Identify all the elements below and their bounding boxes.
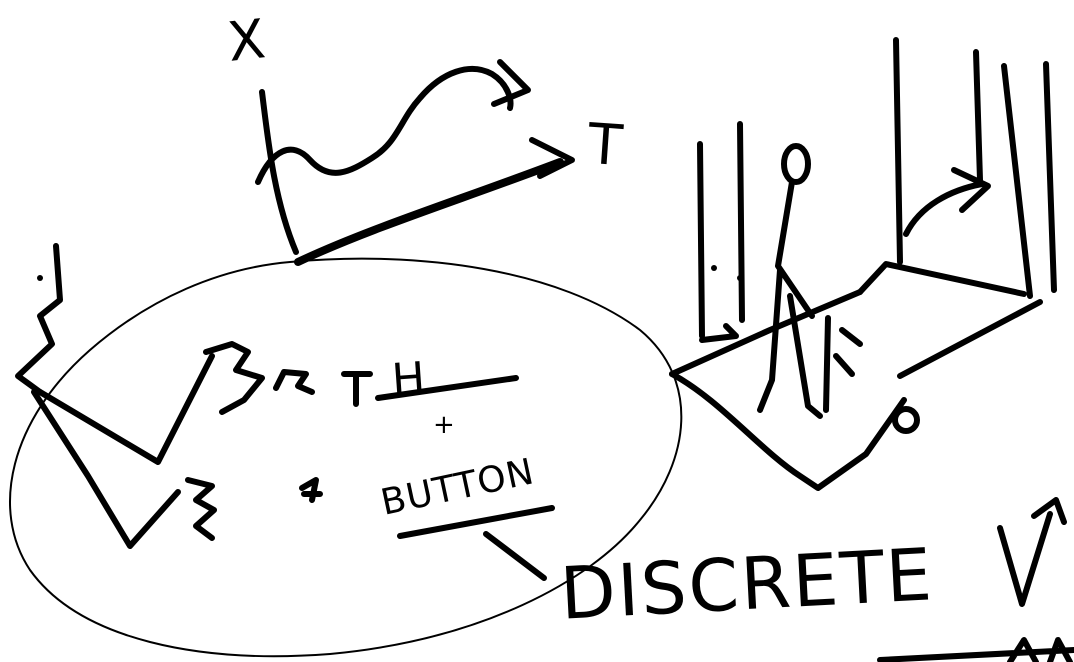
wall-line-1	[697, 141, 705, 339]
left-zigzag-upper	[15, 243, 63, 395]
squiggle-lower	[185, 477, 217, 541]
dot-mark	[37, 275, 43, 281]
stick-figure-head	[781, 143, 811, 185]
button-underline	[397, 505, 555, 539]
wall-line-3	[893, 37, 903, 265]
glyph-small-left	[299, 477, 323, 503]
glyph-tee	[341, 371, 373, 407]
stick-figure-body	[775, 179, 815, 319]
platform-edge-left	[669, 289, 863, 377]
dot-mark-3	[737, 275, 743, 281]
dot-mark-2	[711, 265, 717, 271]
wall-line-5	[1001, 63, 1033, 299]
platform-edge-bottom	[669, 371, 907, 491]
glyph-cluster	[273, 369, 555, 581]
wall-line-4	[973, 49, 983, 183]
v-shape	[997, 511, 1053, 607]
label-plus: +	[433, 410, 455, 440]
label-x: X	[224, 7, 269, 74]
v-arrow	[877, 497, 1074, 662]
squiggle-upper	[203, 341, 265, 415]
platform-arrow-left	[699, 323, 739, 343]
stick-figure-shading	[823, 315, 863, 413]
xt-curve	[255, 65, 514, 185]
v-arrowhead	[1031, 497, 1067, 525]
bottom-right-bars	[877, 637, 1074, 662]
x-axis-vertical	[259, 89, 299, 255]
left-zigzag	[15, 243, 265, 549]
fraction-line	[375, 375, 519, 401]
label-discrete: DISCRETE	[558, 532, 936, 636]
xt-curve-arrowhead	[491, 59, 531, 107]
wall-line-6	[1043, 61, 1057, 293]
platform-scene	[669, 37, 1057, 491]
arc-arrow	[903, 181, 985, 237]
left-v-shape	[31, 389, 181, 549]
platform-circle	[892, 406, 920, 434]
stick-figure-leg-left	[757, 267, 783, 413]
stick-figure-leg-right	[787, 293, 823, 419]
t-axis-line	[294, 158, 564, 266]
large-ellipse	[9, 257, 683, 658]
pointer-line	[483, 531, 547, 581]
xt-graph	[255, 59, 575, 266]
glyph-hook	[273, 369, 315, 395]
t-axis-arrowhead	[529, 137, 575, 179]
platform-edge-top	[857, 261, 1027, 297]
label-h: H	[390, 352, 427, 407]
arc-arrowhead	[951, 167, 991, 213]
left-v-shape-inner	[37, 353, 215, 465]
wall-line-2	[737, 121, 745, 323]
platform-edge-right	[897, 299, 1043, 379]
label-t: T	[585, 111, 625, 180]
